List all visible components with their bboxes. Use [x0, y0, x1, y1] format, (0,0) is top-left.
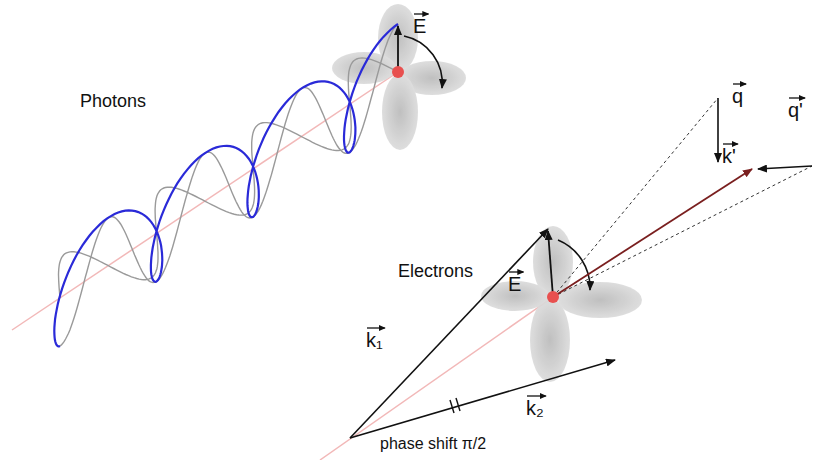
vector-label: k₁ [366, 330, 383, 350]
e-field-arrow [397, 26, 399, 72]
center-dot [392, 66, 404, 78]
section-label: Photons [80, 92, 146, 110]
phase-tick [450, 400, 454, 413]
e-field-arrow [548, 231, 553, 297]
section-label: Electrons [398, 262, 473, 280]
vector-mark [733, 83, 746, 84]
circular-wave [54, 24, 398, 346]
center-dot [547, 291, 559, 303]
vector-mark [789, 97, 805, 98]
vector-label: q' [788, 100, 803, 120]
dashed-line [553, 98, 718, 297]
q-prime-vector [758, 166, 812, 169]
electron-axis [320, 297, 553, 460]
k-prime-vector [553, 169, 752, 297]
phase-tick [456, 398, 460, 411]
vector-mark [367, 327, 385, 328]
vector-label: E [508, 274, 521, 294]
vector-label: k₂ [526, 398, 544, 418]
dashed-line [553, 166, 812, 297]
vector-mark [414, 13, 428, 14]
grey-wave [60, 24, 398, 346]
vector-label: k' [722, 146, 736, 166]
rotation-arrow [404, 36, 442, 88]
annotation: phase shift π/2 [380, 436, 486, 452]
vector-mark [723, 143, 738, 144]
grey-wave [59, 58, 399, 298]
orbital-petals [481, 226, 642, 382]
k1-vector [350, 229, 548, 438]
vector-mark [509, 271, 523, 272]
q-vector [717, 98, 719, 162]
vector-marks [367, 14, 805, 396]
vector-label: q [732, 86, 743, 106]
vector-mark [527, 395, 546, 396]
orbital-petals [332, 4, 466, 150]
k2-vector [350, 360, 615, 438]
vector-label: E [413, 16, 426, 36]
